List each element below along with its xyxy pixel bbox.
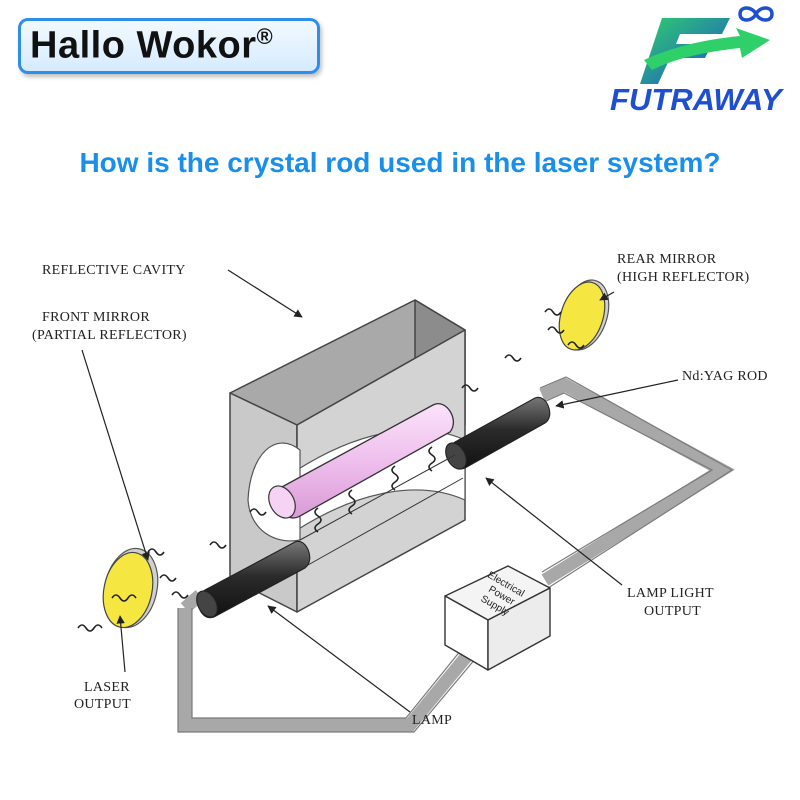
rear-mirror-sublabel: (HIGH REFLECTOR) xyxy=(617,270,750,285)
lamp-light-output-label: LAMP LIGHT xyxy=(627,586,714,601)
front-mirror-label: FRONT MIRROR xyxy=(42,310,150,325)
badge-text: Hallo Wokor xyxy=(30,24,257,67)
question-title: How is the crystal rod used in the laser… xyxy=(79,147,721,178)
laser-output-label: LASER xyxy=(84,680,130,695)
brand-name: FUTRAWAY xyxy=(610,82,782,117)
rear-mirror xyxy=(558,279,610,351)
lamp-label: LAMP xyxy=(412,713,453,728)
hallo-wokor-badge xyxy=(18,18,320,74)
photon-waves xyxy=(77,308,585,632)
lamp-light-output-sublabel: OUTPUT xyxy=(644,604,702,619)
lamp-tube xyxy=(196,396,551,619)
badge-title: Hallo Wokor® xyxy=(30,24,273,68)
registered-mark: ® xyxy=(256,24,274,49)
futraway-f-infinity-logo-icon xyxy=(640,6,774,84)
reflective-cavity-label: REFLECTIVE CAVITY xyxy=(42,263,186,278)
nd-yag-rod-label: Nd:YAG ROD xyxy=(682,369,768,384)
front-mirror-sublabel: (PARTIAL REFLECTOR) xyxy=(32,328,187,343)
rear-mirror-label: REAR MIRROR xyxy=(617,252,717,267)
laser-output-sublabel: OUTPUT xyxy=(74,697,132,712)
nd-yag-rod xyxy=(268,403,455,519)
leader-lines xyxy=(81,269,679,713)
front-mirror xyxy=(102,547,159,629)
electrical-power-supply: Electrical Power Supply xyxy=(444,565,551,671)
